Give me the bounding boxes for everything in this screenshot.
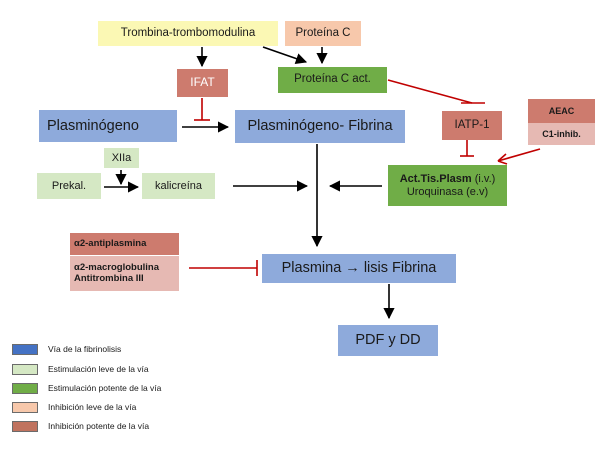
node-act-tis-plasm: Act.Tis.Plasm (i.v.) Uroquinasa (e.v) [388, 165, 507, 206]
legend-swatch [12, 363, 38, 375]
node-prekal: Prekal. [37, 173, 101, 199]
node-plasminogeno-fibrina: Plasminógeno- Fibrina [235, 110, 405, 143]
node-pdf-dd: PDF y DD [338, 325, 438, 356]
legend-item-inhibicion-potente: Inhibición potente de la vía [12, 419, 149, 433]
legend-swatch [12, 382, 38, 394]
uroquinasa-label: Uroquinasa (e.v) [406, 185, 489, 198]
a2-macroglobulina-label: α2-macroglobulina [74, 261, 160, 273]
node-plasminogeno: Plasminógeno [39, 110, 177, 142]
node-xiia: XIIa [104, 148, 139, 168]
act-tis-plasm-note: (i.v.) [474, 172, 496, 185]
legend-swatch [12, 420, 38, 432]
legend-label: Inhibición leve de la vía [48, 402, 137, 412]
legend-label: Inhibición potente de la vía [48, 421, 150, 431]
node-plasmina: Plasmina → lisis Fibrina [262, 254, 456, 283]
act-tis-plasm-label: Act.Tis.Plasm [399, 172, 472, 185]
node-proteina-c: Proteína C [285, 21, 361, 46]
legend-item-estimulacion-potente: Estimulación potente de la vía [12, 381, 161, 395]
act-tis-plasm-line: Act.Tis.Plasm (i.v.) [400, 173, 496, 186]
legend-label: Vía de la fibrinolisis [48, 344, 122, 354]
node-kalicreina: kalicreína [142, 173, 215, 199]
legend-label: Estimulación potente de la vía [48, 383, 162, 393]
arrow-trombina-proteinac-act [262, 46, 308, 64]
legend-swatch [12, 401, 38, 413]
legend-item-estimulacion-leve: Estimulación leve de la vía [12, 362, 149, 376]
node-a2-macroglobulina: α2-macroglobulina Antitrombina III [70, 256, 179, 291]
node-c1-inhib: C1-inhib. [528, 123, 595, 145]
arrow-aeac-line [497, 148, 541, 162]
legend-label: Estimulación leve de la vía [48, 364, 149, 374]
legend-item-inhibicion-leve: Inhibición leve de la vía [12, 400, 136, 414]
node-trombina-trombomodulina: Trombina-trombomodulina [98, 21, 278, 46]
legend-item-fibrinolisis: Vía de la fibrinolisis [12, 342, 121, 356]
arrow-aeac-head [497, 153, 508, 165]
node-aeac: AEAC [528, 99, 595, 123]
node-proteina-c-act: Proteína C act. [278, 67, 387, 93]
node-ifat: IFAT [177, 69, 228, 97]
legend-swatch [12, 343, 38, 355]
antitrombina-label: Antitrombina III [74, 272, 144, 284]
inhibit-proteinac-line [387, 79, 473, 104]
node-iatp1: IATP-1 [442, 111, 502, 140]
node-a2-antiplasmina: α2-antiplasmina [70, 233, 179, 255]
